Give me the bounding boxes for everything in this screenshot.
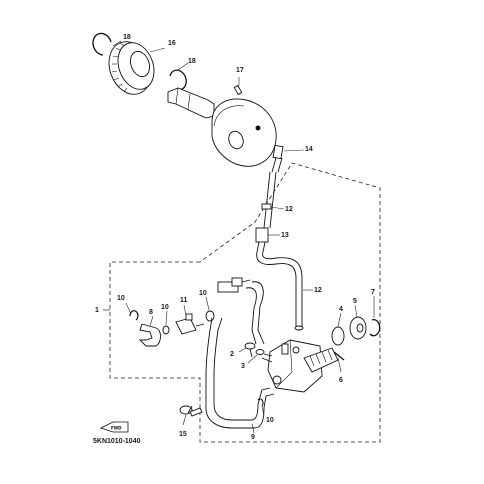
strainer-11 (175, 317, 197, 335)
hose-joint-14 (272, 144, 284, 160)
pin-17 (233, 84, 243, 96)
callout-3: 3 (241, 363, 245, 370)
fwd-marker-text: FWD (111, 426, 122, 431)
callout-4: 4 (339, 306, 343, 313)
oil-pump-body (267, 339, 323, 393)
check-valve-13 (255, 227, 269, 243)
pin-6 (333, 351, 345, 361)
callout-5: 5 (353, 298, 357, 305)
callout-10-center: 10 (161, 304, 169, 311)
oil-pump-assembly (244, 316, 381, 393)
level-sensor (217, 281, 239, 293)
callout-13: 13 (281, 232, 289, 239)
callout-10-upper: 10 (199, 290, 207, 297)
circlip-7 (369, 319, 381, 337)
callout-10-left: 10 (117, 295, 125, 302)
crankshaft (167, 87, 215, 119)
hose-leaders (268, 149, 313, 291)
hose-9-leaders (251, 398, 265, 434)
callout-6: 6 (339, 377, 343, 384)
circlip-18-right (169, 69, 187, 91)
pump-leaders (238, 296, 375, 373)
hose-8 (138, 323, 161, 347)
callout-10-lower: 10 (266, 417, 274, 424)
crank-leaders (112, 40, 240, 86)
assembly-boundary-dashed (109, 162, 381, 443)
callout-12-upper: 12 (285, 206, 293, 213)
callout-12-lower: 12 (314, 287, 322, 294)
callout-14: 14 (305, 146, 313, 153)
oil-inlet-parts (129, 277, 251, 347)
hose-clamp-10-left (129, 310, 139, 321)
callout-18-right: 18 (188, 58, 196, 65)
callout-8: 8 (149, 309, 153, 316)
crank-web (211, 98, 277, 167)
callout-18-top: 18 (123, 34, 131, 41)
drawing-code: 5KN1010-1040 (93, 438, 141, 445)
bolt-15 (179, 405, 203, 417)
callout-11: 11 (180, 297, 188, 304)
callout-7: 7 (371, 289, 375, 296)
callout-1: 1 (95, 307, 99, 314)
fwd-arrow-icon: FWD (99, 421, 129, 433)
bolt-2 (244, 342, 256, 350)
inlet-leaders (125, 296, 210, 327)
callout-2: 2 (230, 351, 234, 358)
washer-3 (255, 349, 265, 355)
crankshaft-assembly (92, 32, 277, 167)
oil-hose-9 (205, 281, 275, 429)
hose-clamp-10-mid (205, 310, 215, 322)
callout-15: 15 (179, 431, 187, 438)
callout-9: 9 (251, 434, 255, 441)
callout-16: 16 (168, 40, 176, 47)
circlip-18-left (92, 32, 112, 56)
oil-delivery-hose (255, 144, 304, 331)
callout-17: 17 (236, 67, 244, 74)
bolt-15-leader (182, 414, 187, 426)
o-ring-4 (331, 326, 345, 346)
hose-clip-12 (261, 203, 272, 210)
